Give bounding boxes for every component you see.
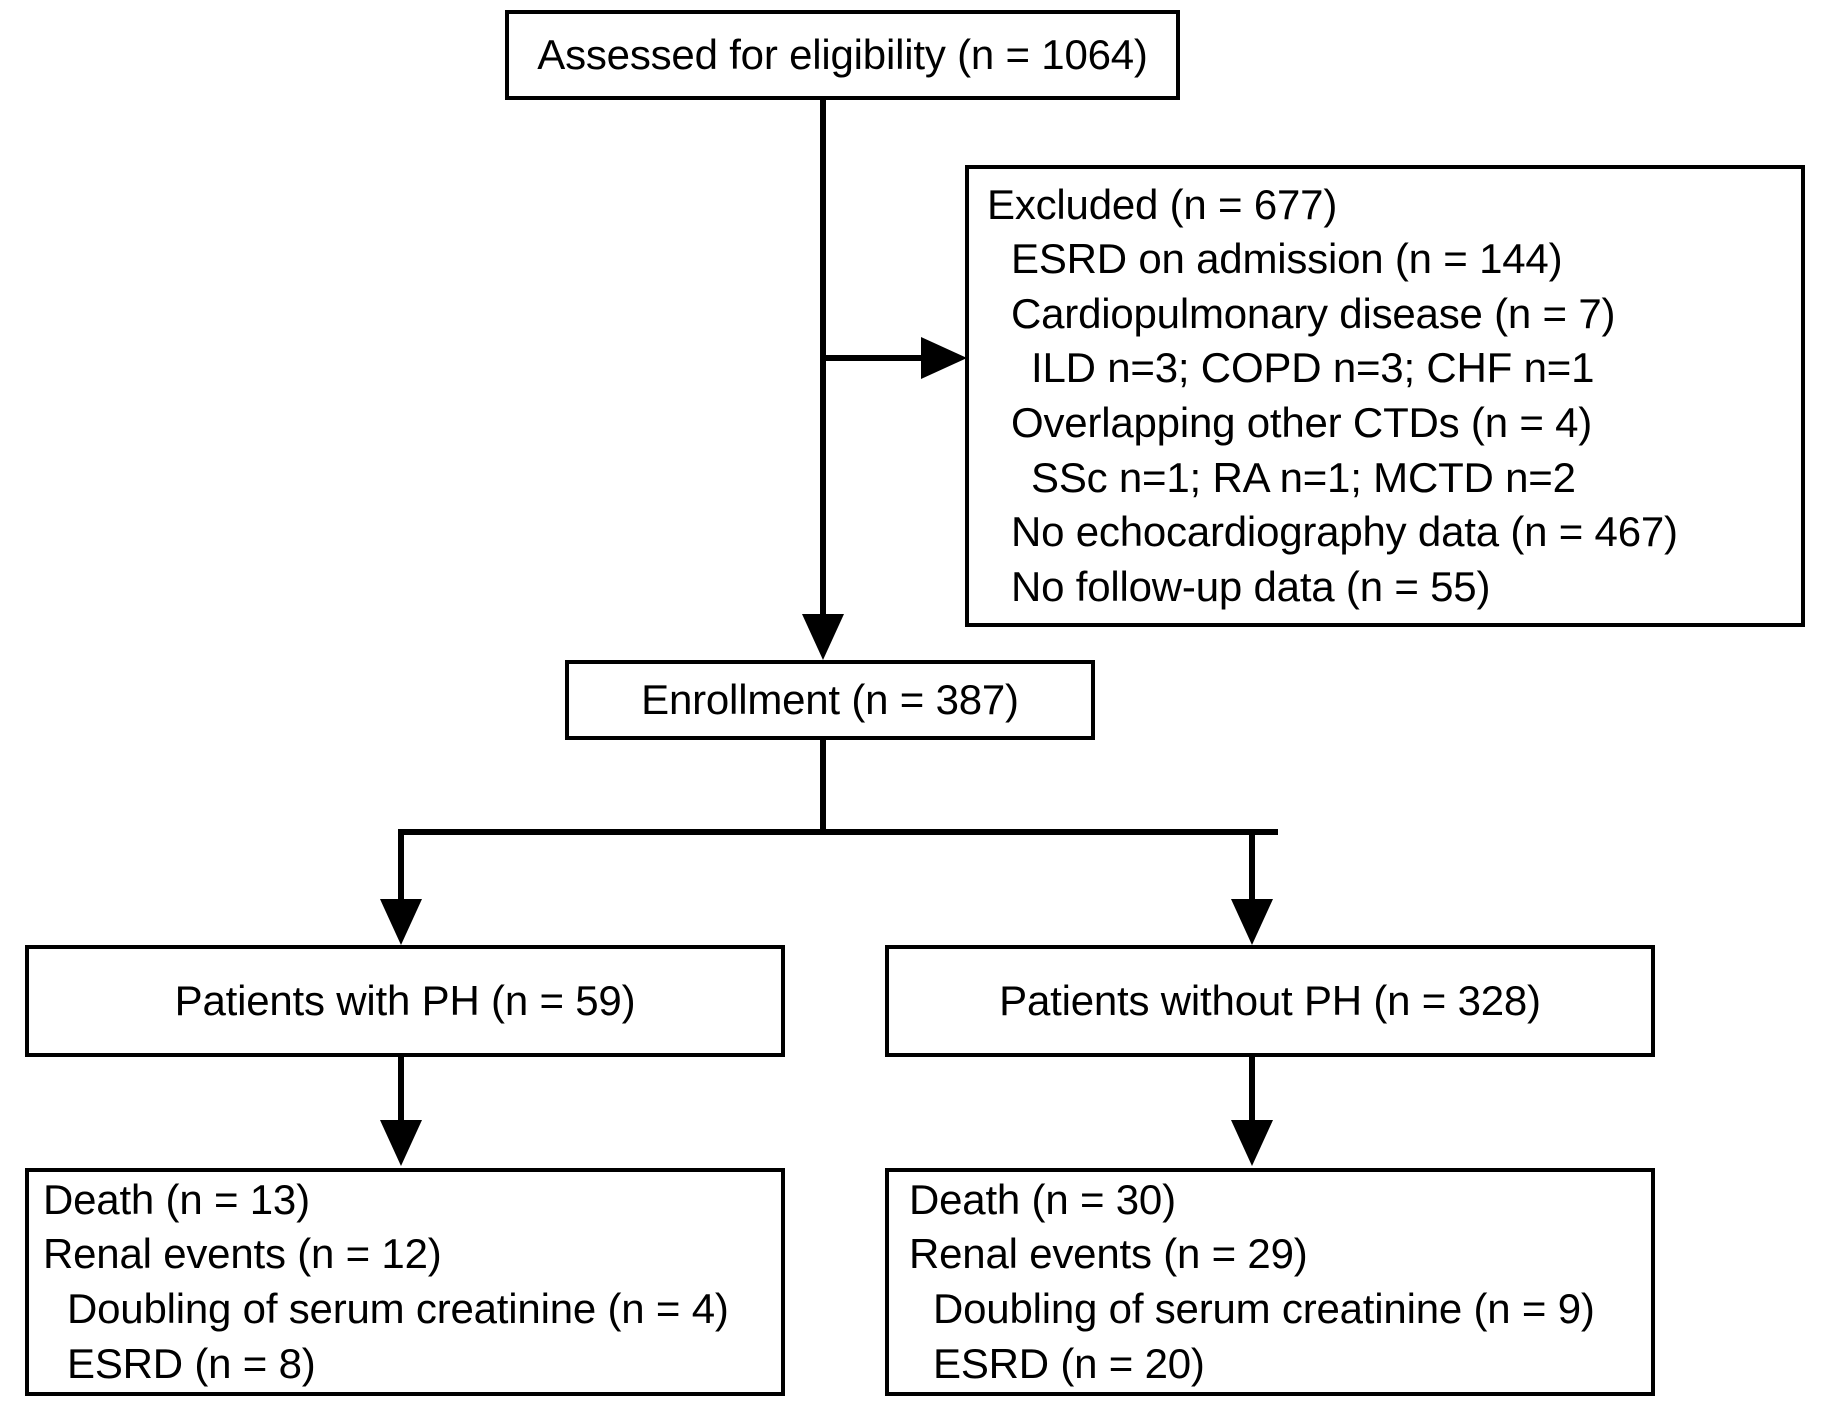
arrowhead-to-excluded <box>921 337 967 379</box>
connector-to-excluded <box>820 355 925 361</box>
assessed-label: Assessed for eligibility (n = 1064) <box>537 31 1148 78</box>
excluded-reason-6: No follow-up data (n = 55) <box>1011 562 1491 610</box>
connector-with-ph-to-outcomes <box>398 1057 404 1123</box>
connector-split-left-drop <box>398 829 404 901</box>
arrowhead-to-outcomes-with-ph <box>380 1120 422 1166</box>
outcomes-with-ph-lines: Death (n = 13) Renal events (n = 12) Dou… <box>43 1173 781 1391</box>
outcomes-without-ph-line-3: ESRD (n = 20) <box>933 1339 1205 1387</box>
excluded-reason-3: Overlapping other CTDs (n = 4) <box>1011 399 1593 446</box>
excluded-reason-0: ESRD on admission (n = 144) <box>1011 235 1563 283</box>
connector-split-bar <box>398 829 1278 835</box>
excluded-reason-4: SSc n=1; RA n=1; MCTD n=2 <box>1031 453 1576 501</box>
excluded-reason-2: ILD n=3; COPD n=3; CHF n=1 <box>1031 344 1595 392</box>
outcomes-with-ph-line-0: Death (n = 13) <box>43 1175 310 1223</box>
excluded-reason-1: Cardiopulmonary disease (n = 7) <box>1011 289 1616 337</box>
excluded-lines: Excluded (n = 677) ESRD on admission (n … <box>987 178 1801 615</box>
node-enrollment: Enrollment (n = 387) <box>565 660 1095 740</box>
node-outcomes-without-ph: Death (n = 30) Renal events (n = 29) Dou… <box>885 1168 1655 1396</box>
outcomes-without-ph-line-2: Doubling of serum creatinine (n = 9) <box>933 1285 1595 1332</box>
outcomes-without-ph-lines: Death (n = 30) Renal events (n = 29) Dou… <box>909 1173 1651 1391</box>
connector-without-ph-to-outcomes <box>1249 1057 1255 1123</box>
node-outcomes-with-ph: Death (n = 13) Renal events (n = 12) Dou… <box>25 1168 785 1396</box>
outcomes-without-ph-line-1: Renal events (n = 29) <box>909 1230 1308 1278</box>
patients-with-ph-label: Patients with PH (n = 59) <box>174 977 636 1024</box>
outcomes-without-ph-line-0: Death (n = 30) <box>909 1175 1176 1223</box>
node-assessed-for-eligibility: Assessed for eligibility (n = 1064) <box>505 10 1180 100</box>
node-excluded: Excluded (n = 677) ESRD on admission (n … <box>965 165 1805 627</box>
node-patients-with-ph: Patients with PH (n = 59) <box>25 945 785 1057</box>
excluded-title: Excluded (n = 677) <box>987 180 1338 228</box>
outcomes-with-ph-line-3: ESRD (n = 8) <box>67 1339 316 1387</box>
outcomes-with-ph-line-2: Doubling of serum creatinine (n = 4) <box>67 1285 729 1332</box>
patients-without-ph-label: Patients without PH (n = 328) <box>999 977 1541 1024</box>
arrowhead-to-outcomes-without-ph <box>1231 1120 1273 1166</box>
outcomes-with-ph-line-1: Renal events (n = 12) <box>43 1230 442 1278</box>
arrowhead-to-without-ph <box>1231 899 1273 945</box>
excluded-reason-5: No echocardiography data (n = 467) <box>1011 508 1678 556</box>
enrollment-label: Enrollment (n = 387) <box>641 676 1019 723</box>
arrowhead-to-enrollment <box>802 614 844 660</box>
node-patients-without-ph: Patients without PH (n = 328) <box>885 945 1655 1057</box>
connector-enrollment-stem <box>820 740 826 835</box>
connector-split-right-drop <box>1249 829 1255 901</box>
arrowhead-to-with-ph <box>380 899 422 945</box>
